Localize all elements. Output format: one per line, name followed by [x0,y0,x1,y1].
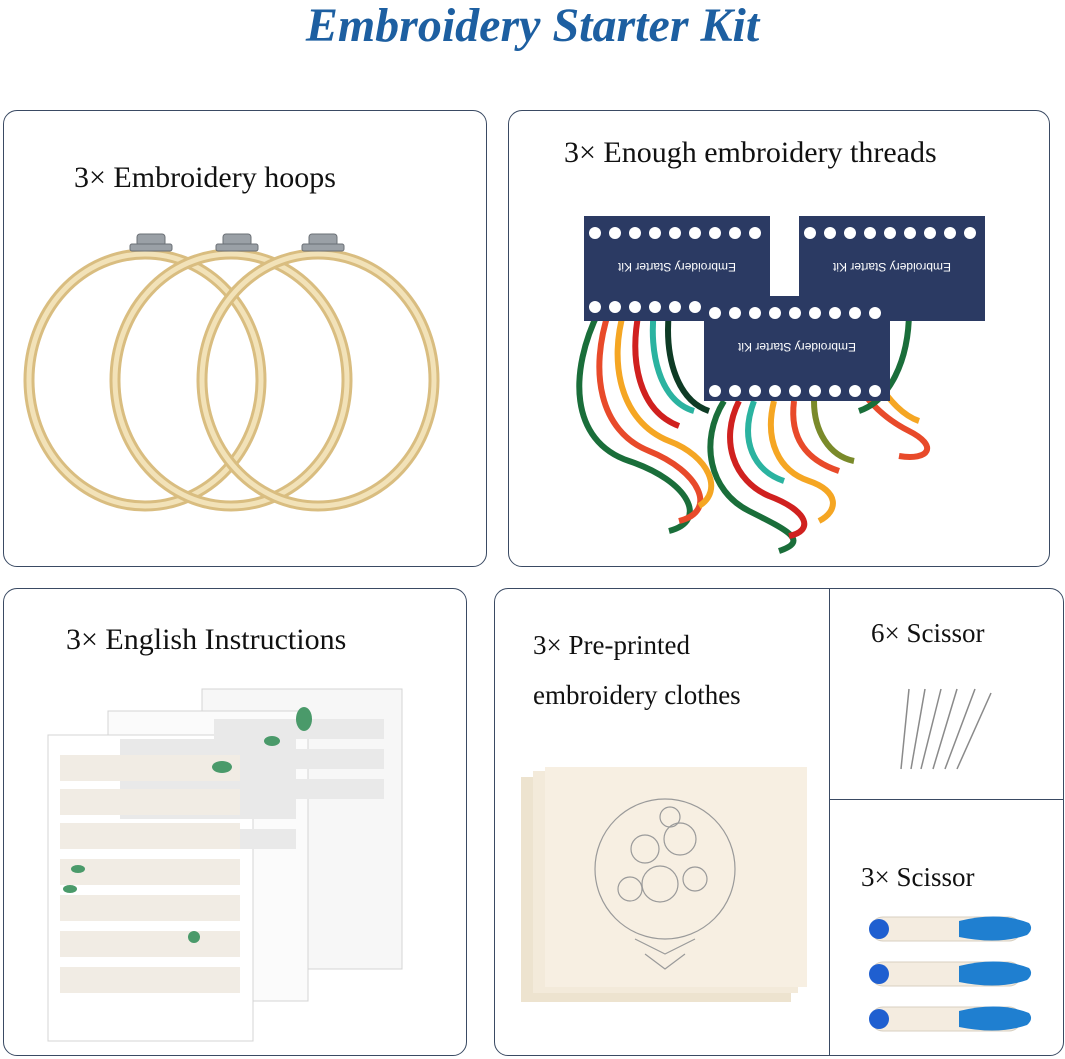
hoops-panel: 3× Embroidery hoops [3,110,487,567]
supplies-panel: 3× Pre-printed embroidery clothes 6× Sci… [494,588,1064,1056]
thread-cards-image: Embroidery Starter Kit Embroidery Starte… [576,216,985,554]
page-title: Embroidery Starter Kit [305,0,760,52]
instruction-sheets-image [47,688,403,1042]
thread-snips-image [869,916,1032,1032]
supplies-divider-vertical [829,589,830,1055]
scissors-caption: 3× Scissor [861,862,975,892]
preprinted-clothes-image [521,767,807,1002]
instructions-caption: 3× English Instructions [66,623,347,656]
needles-caption: 6× Scissor [871,618,985,648]
needles-image [900,688,992,770]
embroidery-hoops-image [23,233,440,512]
clothes-caption-line2: embroidery clothes [533,680,741,710]
supplies-divider-horizontal [829,799,1063,800]
card-label-center: Embroidery Starter Kit [737,340,856,354]
hoops-caption: 3× Embroidery hoops [74,161,336,194]
threads-panel: 3× Enough embroidery threads [508,110,1050,567]
instructions-panel: 3× English Instructions [3,588,467,1056]
threads-caption: 3× Enough embroidery threads [564,136,937,169]
card-label-left: Embroidery Starter Kit [617,260,736,274]
clothes-caption-line1: 3× Pre-printed [533,630,690,660]
card-label-right: Embroidery Starter Kit [832,260,951,274]
